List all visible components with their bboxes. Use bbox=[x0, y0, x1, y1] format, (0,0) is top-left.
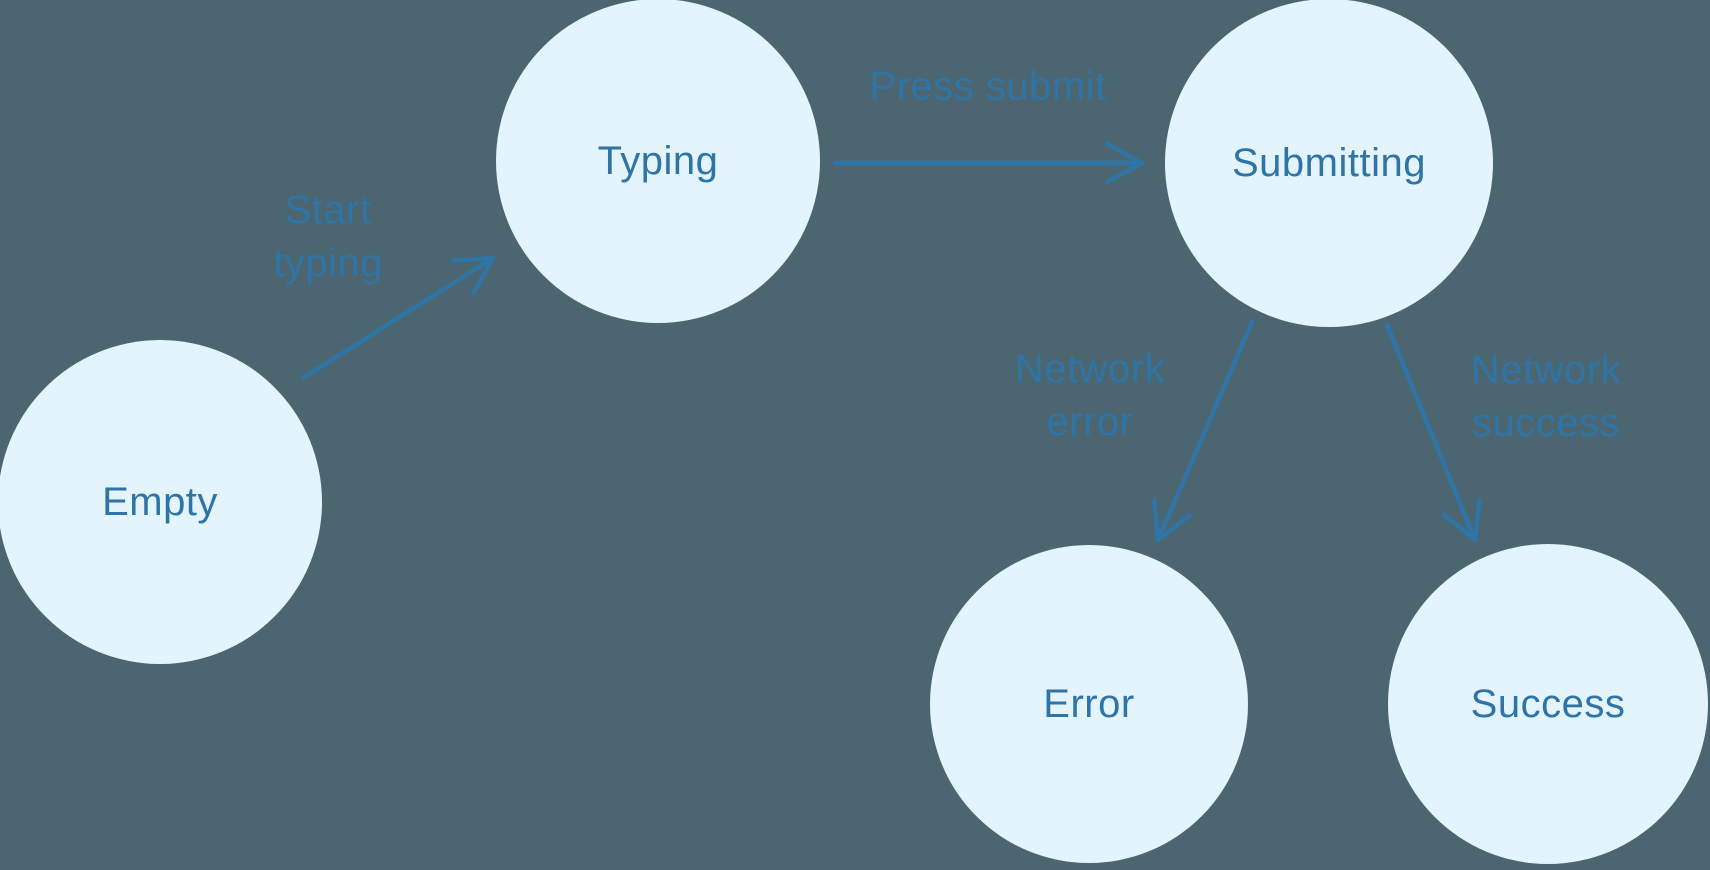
state-node-empty: Empty bbox=[0, 340, 322, 664]
transition-label-network-success: Network success bbox=[1470, 348, 1622, 445]
state-node-label: Empty bbox=[102, 479, 218, 524]
transition-arrow-press-submit bbox=[832, 141, 1145, 185]
transition-arrow-network-success bbox=[1384, 322, 1482, 543]
state-node-success: Success bbox=[1388, 544, 1708, 864]
state-node-label: Submitting bbox=[1232, 140, 1426, 185]
state-node-submitting: Submitting bbox=[1165, 0, 1493, 327]
state-node-typing: Typing bbox=[496, 0, 820, 323]
transition-label-press-submit: Press submit bbox=[869, 64, 1107, 109]
transition-arrow-start-typing bbox=[300, 255, 496, 381]
state-node-label: Typing bbox=[597, 138, 719, 183]
transition-label-network-error: Network error bbox=[1014, 347, 1166, 444]
transition-label-start-typing: Start typing bbox=[273, 188, 383, 285]
transition-arrow-network-error bbox=[1152, 319, 1255, 543]
state-node-label: Success bbox=[1470, 681, 1626, 726]
state-node-label: Error bbox=[1043, 681, 1135, 726]
state-node-error: Error bbox=[930, 545, 1248, 863]
